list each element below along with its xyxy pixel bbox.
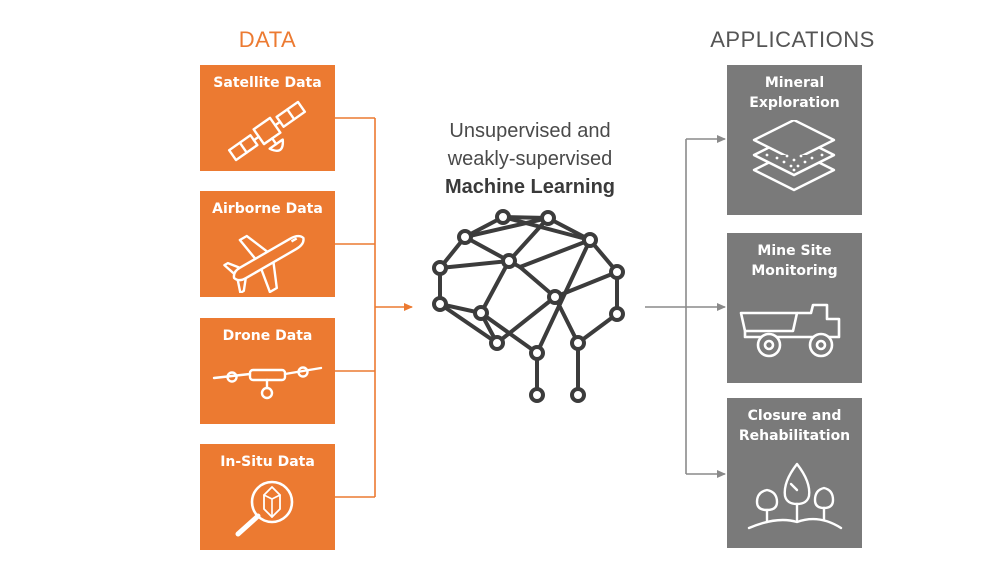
airplane-icon — [200, 221, 335, 293]
data-box-label: In-Situ Data — [220, 454, 315, 470]
application-box-label: Mineral Exploration — [749, 75, 840, 111]
data-box-airborne: Airborne Data — [200, 191, 335, 297]
data-box-satellite: Satellite Data — [200, 65, 335, 171]
data-box-label: Airborne Data — [212, 201, 323, 217]
magnifier-crystal-icon — [200, 474, 335, 546]
center-title: Unsupervised and weakly-supervised Machi… — [400, 117, 660, 201]
data-box-label: Satellite Data — [213, 75, 322, 91]
application-box-closure-rehabilitation: Closure and Rehabilitation — [727, 398, 862, 548]
data-heading: DATA — [238, 27, 297, 52]
application-box-label: Mine Site Monitoring — [751, 243, 838, 279]
application-box-label: Closure and Rehabilitation — [738, 408, 851, 444]
applications-connector — [645, 135, 726, 478]
haul-truck-icon — [727, 295, 862, 365]
center-title-line2: weakly-supervised — [447, 148, 613, 170]
data-box-drone: Drone Data — [200, 318, 335, 424]
trees-icon — [727, 458, 862, 538]
neural-network-brain-icon — [432, 209, 625, 403]
data-connector — [335, 117, 413, 498]
data-box-label: Drone Data — [222, 328, 313, 344]
satellite-icon — [200, 95, 335, 167]
data-box-insitu: In-Situ Data — [200, 444, 335, 550]
applications-heading: APPLICATIONS — [710, 27, 875, 52]
center-title-line3: Machine Learning — [444, 176, 616, 198]
application-box-mineral-exploration: Mineral Exploration — [727, 65, 862, 215]
drone-icon — [200, 348, 335, 420]
center-title-line1: Unsupervised and — [449, 120, 611, 142]
layers-icon — [727, 120, 862, 200]
application-box-mine-site-monitoring: Mine Site Monitoring — [727, 233, 862, 383]
